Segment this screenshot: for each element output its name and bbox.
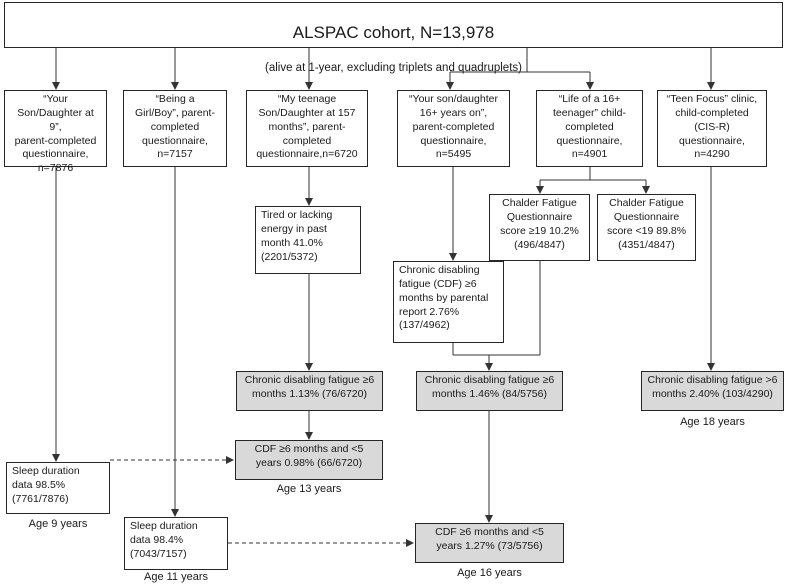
cdf-5yr-age13-box: CDF ≥6 months and <5 years 0.98% (66/672… — [235, 440, 383, 480]
tired-box: Tired or lacking energy in past month 41… — [255, 206, 361, 274]
cdf-age16-box: Chronic disabling fatigue ≥6 months 1.46… — [416, 371, 563, 411]
chalder-high-box: Chalder Fatigue Questionnaire score ≥19 … — [489, 194, 590, 261]
cohort-box: ALSPAC cohort, N=13,978 (alive at 1-year… — [4, 2, 783, 74]
age-18-label: Age 18 years — [680, 416, 745, 428]
age-11-label: Age 11 years — [143, 571, 208, 583]
questionnaire-age16-child: “Life of a 16+ teenager” child- complete… — [536, 90, 643, 167]
chalder-low-box: Chalder Fatigue Questionnaire score <19 … — [597, 194, 696, 261]
cdf-age13-box: Chronic disabling fatigue ≥6 months 1.13… — [236, 371, 383, 411]
sleep-age11-box: Sleep duration data 98.4% (7043/7157) — [124, 517, 228, 570]
cdf-5yr-age16-box: CDF ≥6 months and <5 years 1.27% (73/575… — [415, 523, 564, 563]
age-9-label: Age 9 years — [28, 518, 88, 530]
sleep-age9-box: Sleep duration data 98.5% (7761/7876) — [6, 462, 110, 514]
questionnaire-age16-parent: “Your son/daughter 16+ years on”, parent… — [397, 90, 510, 167]
cohort-subtitle: (alive at 1-year, excluding triplets and… — [265, 62, 522, 75]
questionnaire-age11: “Being a Girl/Boy”, parent- completed qu… — [123, 90, 227, 167]
questionnaire-age13: “My teenage Son/Daughter at 157 months”,… — [246, 90, 368, 167]
cohort-title: ALSPAC cohort, N=13,978 — [292, 22, 495, 42]
cdf-age18-box: Chronic disabling fatigue >6 months 2.40… — [641, 371, 784, 411]
cdf-parental-box: Chronic disabling fatigue (CDF) ≥6 month… — [393, 261, 504, 343]
questionnaire-age9: “Your Son/Daughter at 9”, parent-complet… — [4, 90, 107, 174]
age-16-label: Age 16 years — [457, 567, 522, 579]
questionnaire-age18: “Teen Focus” clinic, child-completed (CI… — [657, 90, 767, 167]
age-13-label: Age 13 years — [276, 483, 342, 495]
